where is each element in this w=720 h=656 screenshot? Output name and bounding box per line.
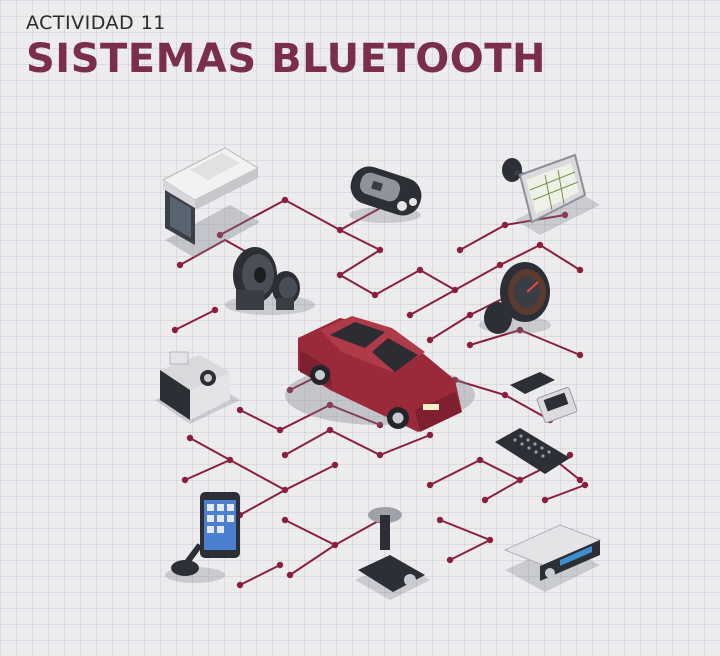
speakers-icon [225, 247, 315, 315]
speedometer-icon [479, 262, 551, 334]
remote-control-icon [495, 428, 570, 474]
flip-down-monitor-icon [161, 147, 260, 258]
amplifier-icon [155, 351, 240, 424]
car-icon [285, 316, 475, 432]
fm-transmitter-icon [510, 372, 578, 423]
car-key-fob-icon [349, 166, 422, 223]
car-radio-icon [503, 524, 602, 592]
header: ACTIVIDAD 11 SISTEMAS BLUETOOTH [26, 12, 546, 82]
dash-camera-icon [355, 507, 430, 600]
activity-label: ACTIVIDAD 11 [26, 12, 166, 34]
page-title: SISTEMAS BLUETOOTH [26, 36, 547, 82]
gps-navigator-icon [502, 153, 600, 235]
smartphone-holder-icon [165, 492, 240, 583]
